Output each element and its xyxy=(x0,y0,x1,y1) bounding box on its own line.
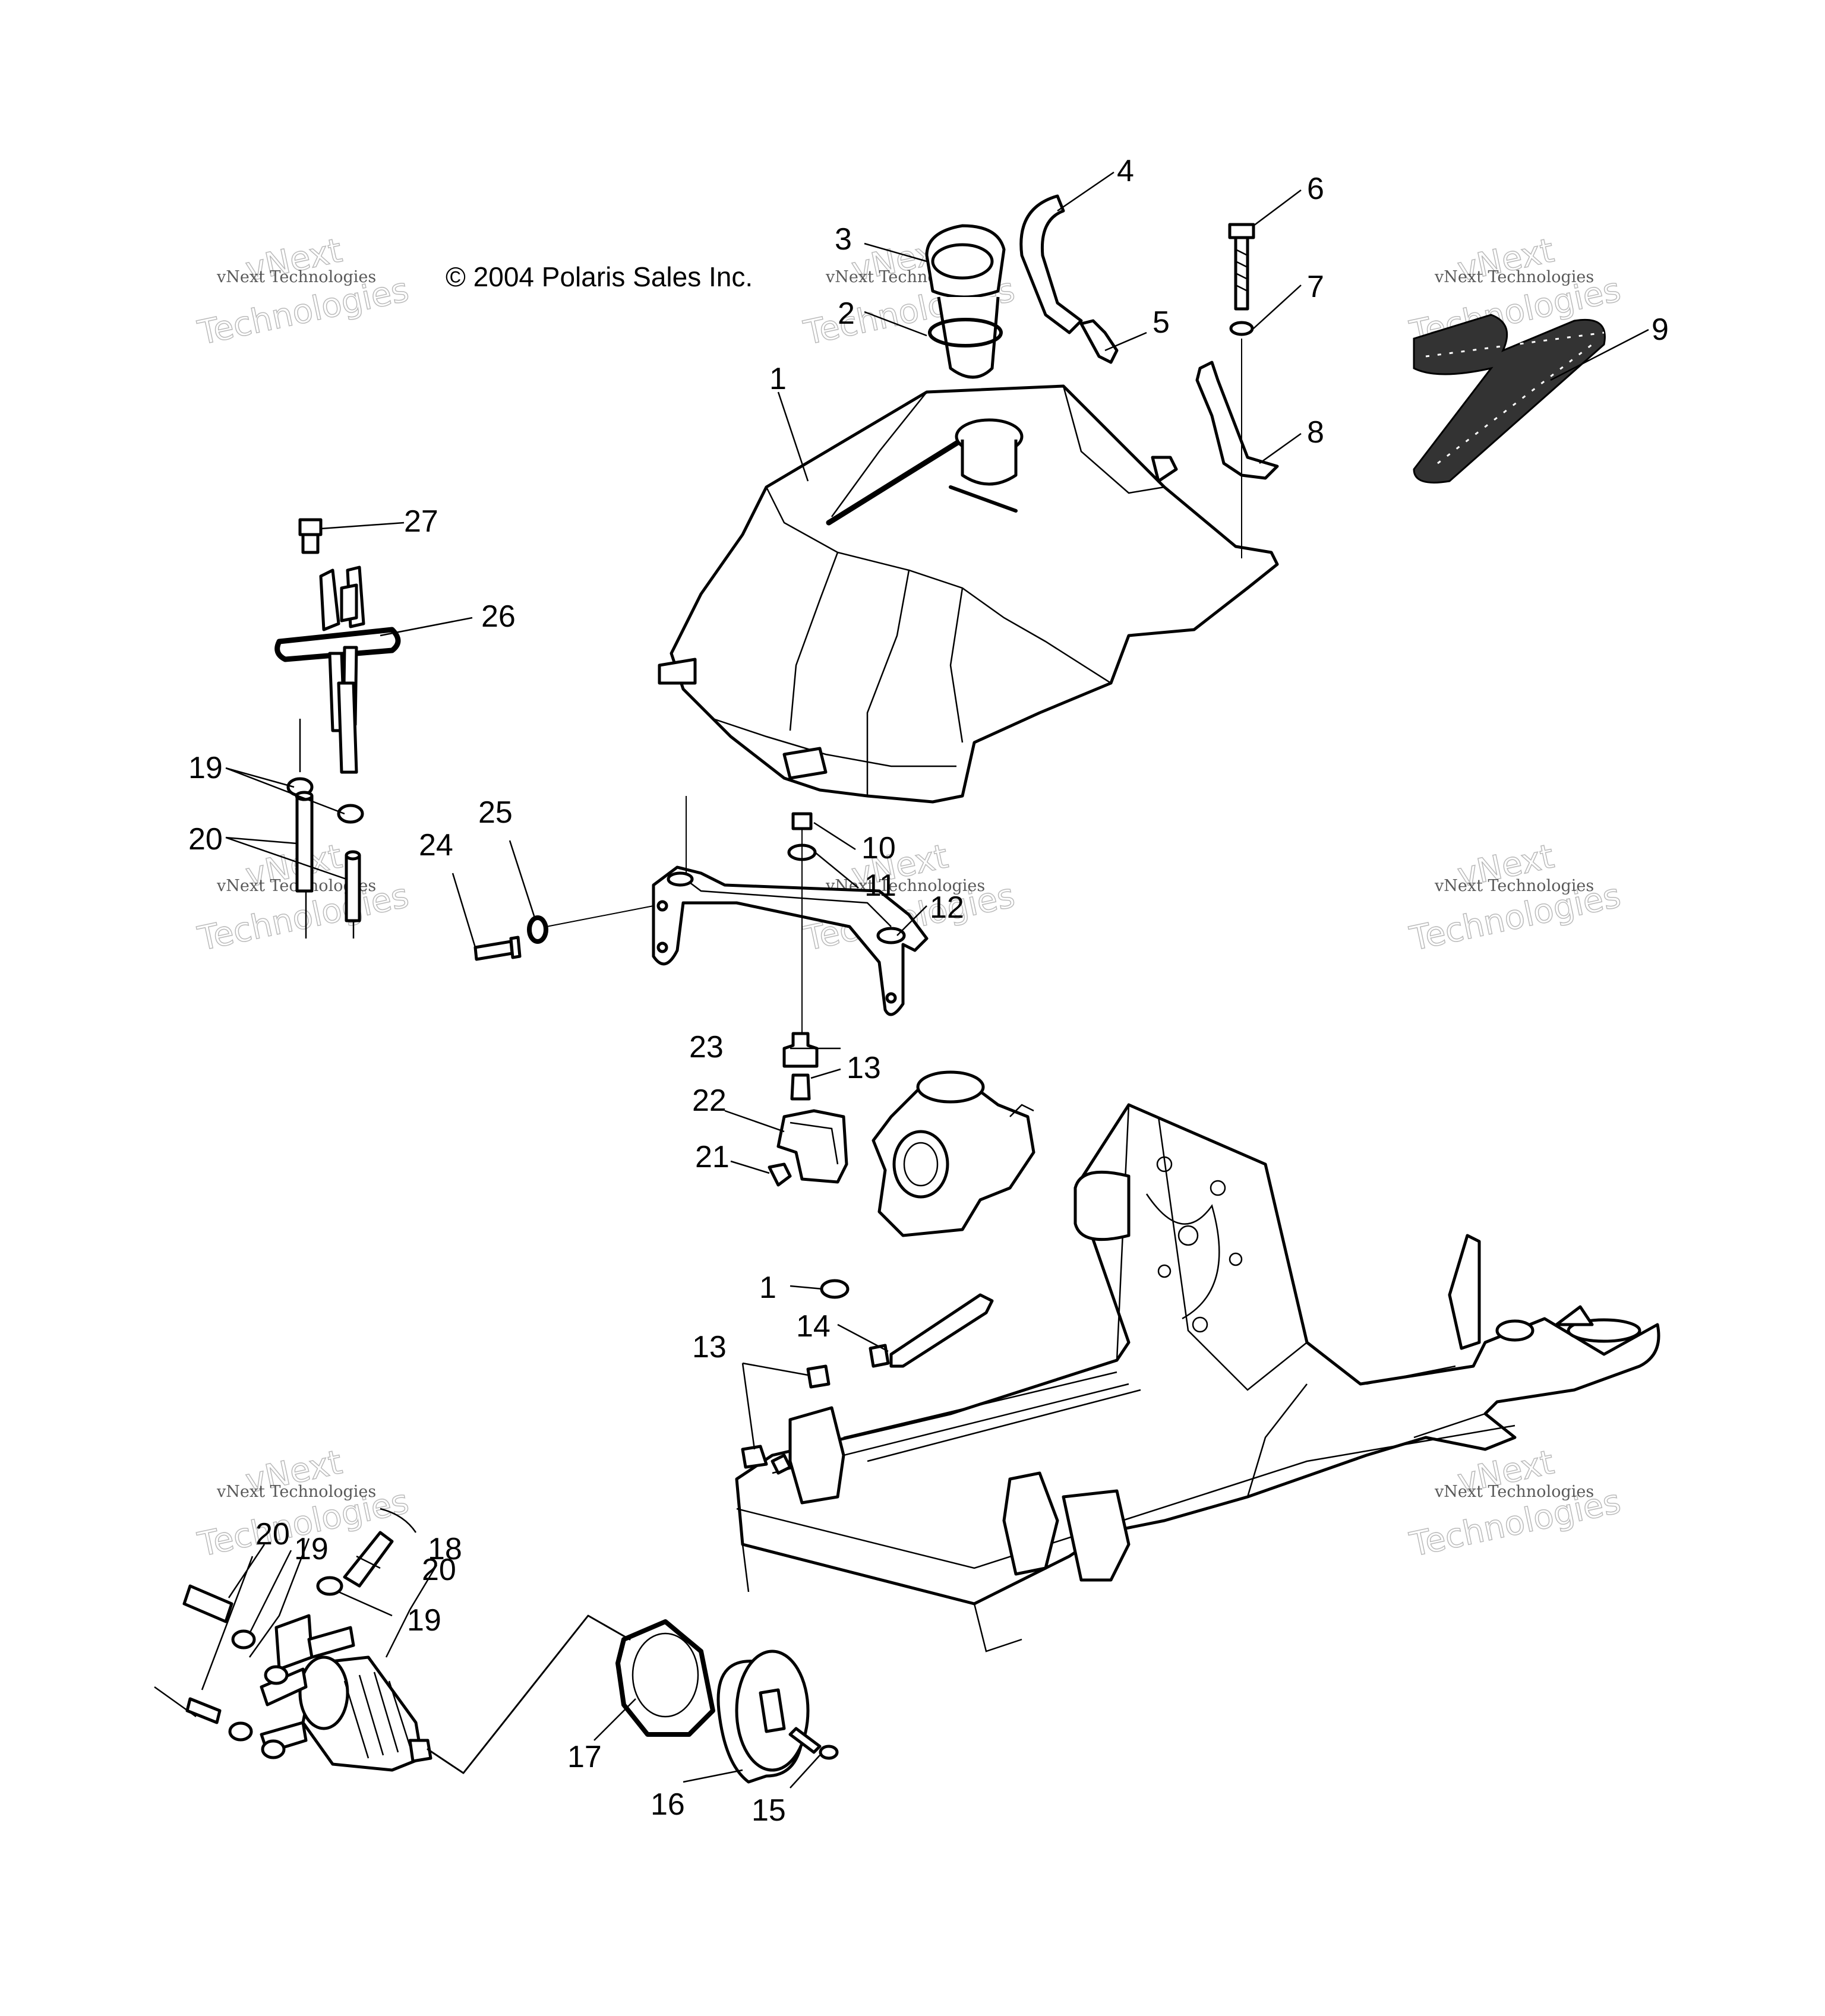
callout-7: 7 xyxy=(1307,270,1324,304)
callout-5: 5 xyxy=(1153,305,1170,340)
fuel-valve-drawing xyxy=(274,518,401,774)
callout-12: 12 xyxy=(930,890,964,925)
callout-19-lower-right: 19 xyxy=(407,1603,441,1638)
callout-3: 3 xyxy=(835,222,852,257)
callout-24: 24 xyxy=(419,828,453,862)
callout-22: 22 xyxy=(692,1083,727,1118)
callout-20-lower-right: 20 xyxy=(422,1553,456,1587)
fuel-cap-drawing xyxy=(925,224,1006,379)
callout-15: 15 xyxy=(752,1793,786,1828)
bolt-washer-drawing xyxy=(473,905,654,961)
callout-13-lower: 13 xyxy=(692,1330,727,1364)
callout-26: 26 xyxy=(481,599,516,634)
callout-23: 23 xyxy=(689,1030,724,1064)
callout-27: 27 xyxy=(404,504,438,539)
heat-shield-drawing xyxy=(1413,314,1606,484)
callout-25: 25 xyxy=(478,795,513,830)
watermark-bottom-right: vNext Technologies vNext Technologies xyxy=(1406,1443,1625,1565)
frame-drawing xyxy=(735,1103,1660,1652)
callout-8: 8 xyxy=(1307,415,1324,450)
watermark-mid-right: vNext Technologies vNext Technologies xyxy=(1406,837,1625,959)
callout-19-upper: 19 xyxy=(188,751,223,785)
callout-1-lower: 1 xyxy=(759,1271,776,1305)
vent-hose-drawing xyxy=(1019,194,1119,364)
hose-line xyxy=(427,1614,631,1774)
fuel-pump-drawing xyxy=(154,1508,432,1772)
callout-10: 10 xyxy=(861,831,896,865)
frame-bracket-drawing xyxy=(820,1279,994,1368)
callout-11: 11 xyxy=(864,868,896,903)
callout-4: 4 xyxy=(1117,154,1134,188)
filter-drawing xyxy=(615,1619,839,1784)
callout-17: 17 xyxy=(567,1740,602,1774)
watermark-small: vNext Technologies xyxy=(1434,268,1594,286)
carb-bracket-drawing xyxy=(768,1032,1035,1237)
callout-labels: 1 2 3 4 5 6 7 8 9 10 11 12 13 23 22 21 2… xyxy=(188,154,1669,1828)
callout-21: 21 xyxy=(695,1140,730,1174)
watermark-small: vNext Technologies xyxy=(1434,877,1594,895)
pump-bracket-drawing xyxy=(652,796,929,1051)
bracket-hardware-drawing xyxy=(1195,223,1279,558)
watermark-small: vNext Technologies xyxy=(1434,1483,1594,1501)
fuel-tank-drawing xyxy=(658,384,1279,804)
callout-1: 1 xyxy=(769,362,787,396)
callout-13: 13 xyxy=(847,1051,881,1085)
callout-9: 9 xyxy=(1652,312,1669,347)
copyright-text: © 2004 Polaris Sales Inc. xyxy=(446,261,753,292)
callout-20-lower-left: 20 xyxy=(255,1517,290,1552)
callout-6: 6 xyxy=(1307,172,1324,206)
callout-14: 14 xyxy=(796,1309,831,1344)
callout-19-lower-left: 19 xyxy=(294,1532,329,1566)
watermark-small: vNext Technologies xyxy=(216,268,376,286)
hose-clamps-upper-drawing xyxy=(286,719,364,939)
callout-16: 16 xyxy=(651,1787,685,1822)
watermark-top-left: vNext Technologies vNext Technologies xyxy=(194,231,413,353)
callout-2: 2 xyxy=(838,296,855,331)
callout-20-upper: 20 xyxy=(188,822,223,857)
leader-lines xyxy=(201,171,1649,1789)
callout-18: 18 xyxy=(428,1532,462,1566)
watermark-small: vNext Technologies xyxy=(216,1483,376,1501)
